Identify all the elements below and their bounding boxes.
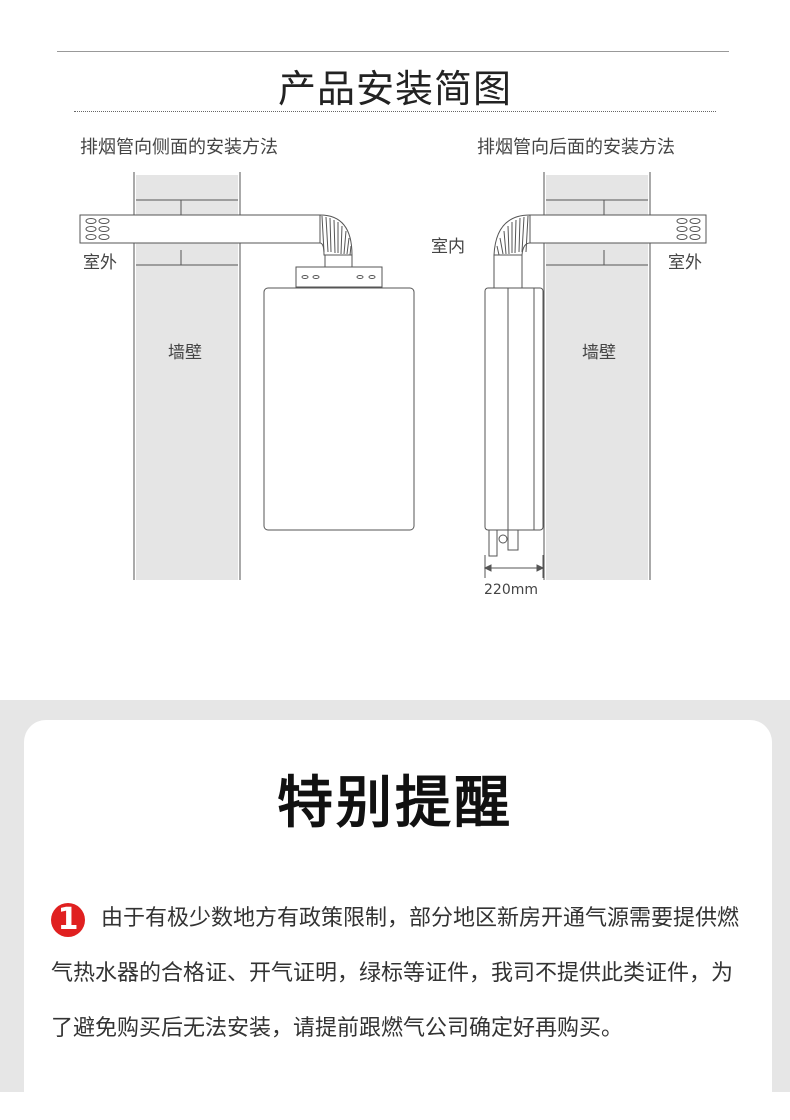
item-number-badge: 1 (51, 903, 85, 937)
right-outdoor-label: 室外 (668, 253, 702, 273)
left-flue-pipe (79, 214, 353, 270)
notice-text: 由于有极少数地方有政策限制，部分地区新房开通气源需要提供燃气热水器的合格证、开气… (51, 906, 740, 1041)
side-install-caption: 排烟管向侧面的安装方法 (80, 137, 278, 158)
notice-title: 特别提醒 (277, 771, 513, 836)
top-divider (57, 51, 729, 52)
right-wall-label: 墙壁 (582, 343, 616, 363)
right-heater-side (484, 287, 544, 557)
notice-card (24, 720, 772, 1120)
right-indoor-label: 室内 (431, 237, 465, 257)
left-heater (263, 266, 415, 531)
dimension-label: 220mm (484, 582, 538, 598)
dotted-divider (74, 111, 716, 112)
installation-diagram: 室外 墙壁 室内 室外 墙壁 220mm (79, 172, 707, 598)
left-wall-label: 墙壁 (168, 343, 202, 363)
right-flue-pipe (493, 214, 707, 290)
left-outdoor-label: 室外 (83, 253, 117, 273)
section-title: 产品安装简图 (277, 67, 512, 111)
dimension-marker (483, 555, 545, 578)
rear-install-caption: 排烟管向后面的安装方法 (477, 137, 675, 158)
